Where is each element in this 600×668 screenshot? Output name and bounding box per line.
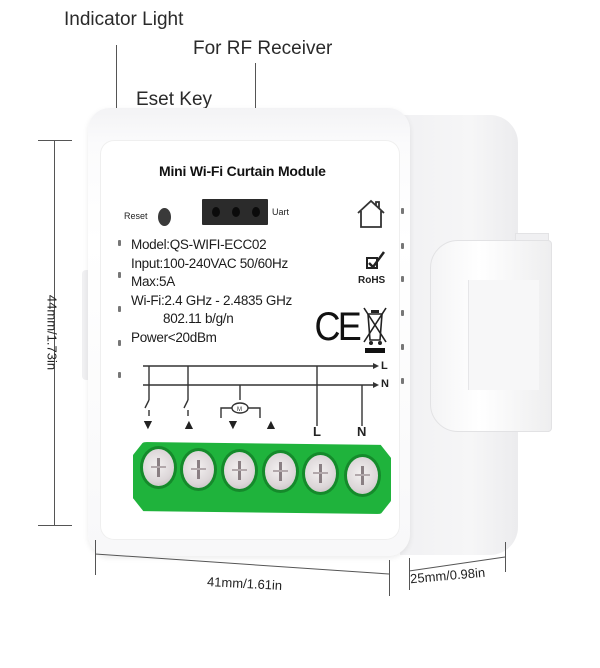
weee-bin-icon (363, 307, 387, 353)
vent-dot (401, 378, 404, 384)
terminal-label-n: N (357, 424, 367, 439)
spec-wifi-standard: 802.11 b/g/n (163, 311, 234, 327)
indicator-light-callout: Indicator Light (64, 9, 184, 30)
terminal-screw-1[interactable] (143, 449, 174, 486)
terminal-label-down-2: ▼ (226, 416, 240, 432)
terminal-screw-5[interactable] (305, 455, 336, 492)
ce-mark-icon: CE (314, 305, 361, 349)
uart-rf-connector (202, 199, 268, 225)
height-dim-bottom-tick (38, 525, 72, 526)
reset-key-callout: Eset Key (136, 89, 213, 110)
width-dim-right-tick (389, 560, 390, 596)
height-dim-line (54, 140, 55, 526)
spec-power: Power<20dBm (131, 329, 217, 345)
bus-label-l: L (381, 360, 388, 372)
height-dimension-label: 44mm/1.73in (44, 294, 60, 371)
uart-pin (232, 207, 240, 217)
spec-wifi: Wi-Fi:2.4 GHz - 2.4835 GHz (131, 292, 292, 308)
vent-dot (401, 208, 404, 214)
home-icon (357, 199, 385, 228)
width-dim-line (95, 553, 390, 575)
mounting-clip-recess (468, 280, 539, 390)
terminal-label-down-1: ▼ (141, 416, 155, 432)
depth-dim-line (409, 556, 506, 572)
height-dim-top-tick (38, 140, 72, 141)
rohs-label: RoHS (358, 275, 386, 286)
terminal-screw-4[interactable] (265, 453, 296, 490)
spec-input: Input:100-240VAC 50/60Hz (131, 255, 288, 271)
vent-dot (118, 272, 121, 278)
terminal-screw-2[interactable] (183, 451, 214, 488)
terminal-screw-3[interactable] (224, 452, 255, 489)
depth-dim-right-tick (505, 542, 506, 572)
terminal-label-up-2: ▲ (264, 416, 278, 432)
vent-dot (401, 243, 404, 249)
wiring-diagram: M (143, 363, 379, 426)
depth-dim-left-tick (409, 558, 410, 590)
reset-label: Reset (124, 211, 148, 221)
device-title: Mini Wi-Fi Curtain Module (159, 163, 326, 179)
vent-dot (118, 240, 121, 246)
vent-dot (401, 276, 404, 282)
vent-dot (118, 372, 121, 378)
width-dimension-label: 41mm/1.61in (206, 574, 283, 593)
uart-label: Uart (272, 207, 290, 217)
spec-list: Model:QS-WIFI-ECC02 Input:100-240VAC 50/… (131, 236, 292, 348)
spec-max: Max:5A (131, 274, 175, 290)
uart-pin (252, 207, 260, 217)
terminal-label-up-1: ▲ (182, 416, 196, 432)
vent-dot (118, 306, 121, 312)
spec-model: Model:QS-WIFI-ECC02 (131, 237, 267, 252)
vent-dot (118, 340, 121, 346)
terminal-screw-6[interactable] (347, 457, 378, 494)
rf-receiver-callout: For RF Receiver (193, 38, 333, 59)
terminal-label-l: L (313, 424, 321, 439)
bus-label-n: N (381, 378, 389, 390)
reset-button[interactable] (158, 208, 171, 226)
svg-text:M: M (237, 407, 242, 413)
rohs-check-icon (366, 251, 386, 269)
vent-dot (401, 344, 404, 350)
vent-dot (401, 310, 404, 316)
uart-pin (212, 207, 220, 217)
width-dim-left-tick (95, 540, 96, 575)
